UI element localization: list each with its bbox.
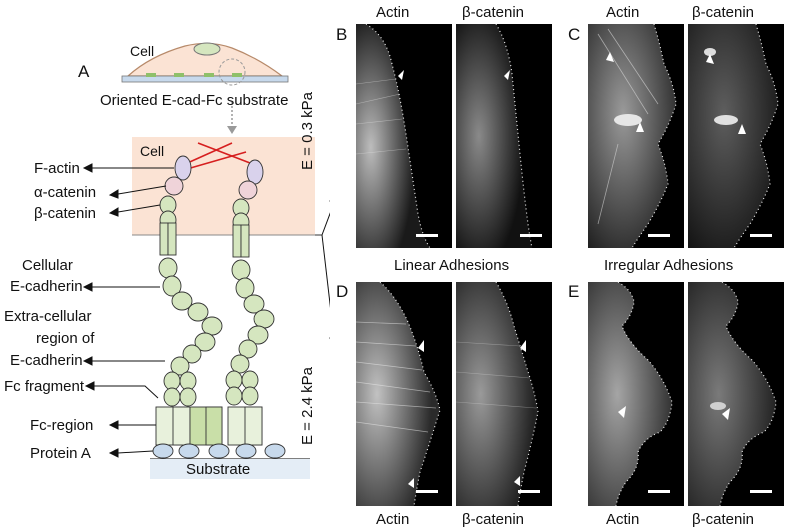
panel-letter-a: A <box>78 62 90 81</box>
actin-filament <box>186 151 247 170</box>
col-title-d-catenin: β-catenin <box>462 511 524 528</box>
cellular-label: Cellular <box>22 257 73 274</box>
zoom-circle <box>218 58 246 86</box>
col-title-e-catenin: β-catenin <box>692 511 754 528</box>
col-title-b-actin: Actin <box>376 4 410 21</box>
row-title-linear: Linear Adhesions <box>394 257 510 274</box>
substrate-caption: Oriented E-cad-Fc substrate <box>100 92 289 109</box>
panel-letter-b: B <box>336 25 348 44</box>
e-cadherin-label: E-cadherin <box>10 278 83 295</box>
protein-a-label: Protein A <box>30 445 91 462</box>
panel-e-actin-image <box>588 282 684 506</box>
fc-fragment-label: Fc fragment <box>4 378 85 395</box>
panel-letter-e: E <box>568 282 580 301</box>
schematic-diagram <box>82 42 330 479</box>
panel-d-catenin-image <box>456 282 552 506</box>
panel-d-actin-image <box>356 282 452 506</box>
alpha-catenin-label: α-catenin <box>34 184 97 201</box>
substrate-label: Substrate <box>186 461 251 478</box>
f-actin-label: F-actin <box>34 160 80 177</box>
panel-b-catenin-image <box>456 24 552 248</box>
fc-region-label: Fc-region <box>30 417 94 434</box>
extracellular-label: Extra-cellular <box>4 308 92 325</box>
panel-c-catenin-image <box>688 24 784 248</box>
panel-letter-d: D <box>336 282 349 301</box>
col-title-b-catenin: β-catenin <box>462 4 524 21</box>
panel-e-catenin-image <box>688 282 784 506</box>
cell-label-top: Cell <box>130 43 155 59</box>
cell-region-label: Cell <box>140 143 165 159</box>
col-title-e-actin: Actin <box>606 511 640 528</box>
stiffness-stiff-label: E = 2.4 kPa <box>299 367 316 445</box>
actin-filament <box>182 142 233 166</box>
col-title-c-actin: Actin <box>606 4 640 21</box>
actin-filament <box>197 142 251 164</box>
stiffness-soft-label: E = 0.3 kPa <box>299 92 316 170</box>
col-title-c-catenin: β-catenin <box>692 4 754 21</box>
beta-catenin-label: β-catenin <box>34 205 96 222</box>
nucleus <box>193 42 221 56</box>
col-title-d-actin: Actin <box>376 511 410 528</box>
region-of-label: region of <box>36 330 95 347</box>
row-title-irregular: Irregular Adhesions <box>604 257 734 274</box>
panel-b-actin-image <box>356 24 452 248</box>
panel-letter-c: C <box>568 25 581 44</box>
substrate-block <box>150 459 310 479</box>
panel-c-actin-image <box>588 24 684 248</box>
e-cadherin-label-2: E-cadherin <box>10 352 83 369</box>
